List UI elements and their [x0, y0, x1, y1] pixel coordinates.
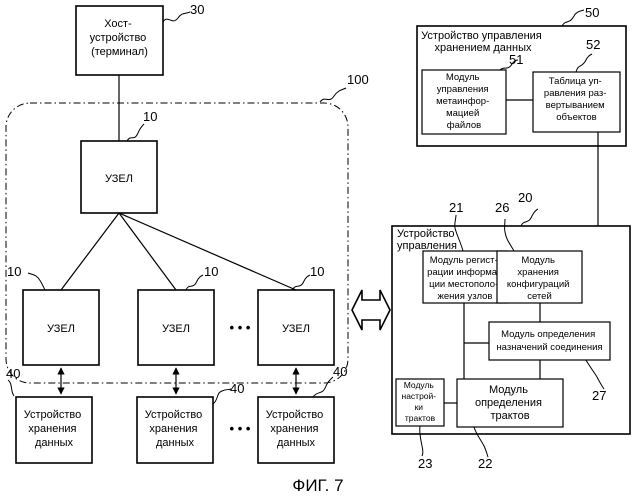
tuning-ref: 23 [418, 456, 432, 471]
storage-mgmt-title-1: Устройство управления [421, 30, 542, 42]
node-3: УЗЕЛ [258, 290, 334, 365]
storage-3-line-3: данных [277, 437, 316, 449]
storage-mgmt-ref: 50 [585, 5, 599, 20]
top-node-label: УЗЕЛ [105, 173, 133, 185]
metainfo-line-3: метаинфор- [436, 96, 489, 107]
storage-1: Устройство хранения данных [16, 397, 92, 463]
figure-caption: ФИГ. 7 [292, 476, 343, 495]
storage-3-ref: 40 [333, 364, 347, 379]
tract-line-3: трактов [490, 410, 529, 422]
tract-module: Модуль определения трактов [457, 379, 563, 427]
host-label-line-1: Хост- [104, 18, 132, 30]
top-node: УЗЕЛ [81, 141, 157, 213]
storage-3: Устройство хранения данных [258, 397, 334, 463]
location-line-1: Модуль регист- [430, 255, 498, 266]
control-ref: 20 [518, 190, 532, 205]
metainfo-line-2: управления [437, 84, 489, 95]
deploy-table-ref: 52 [586, 37, 600, 52]
top-node-ref: 10 [143, 109, 157, 124]
location-line-2: рации информа- [427, 267, 500, 278]
location-register-module: Модуль регист- рации информа- ции местоп… [423, 251, 507, 303]
storage-2-line-3: данных [156, 437, 195, 449]
deploy-table-line-4: объектов [556, 112, 596, 123]
tract-line-1: Модуль [489, 384, 528, 396]
svg-text:Устройство управления: Устройство управления [397, 228, 458, 252]
node-2-label: УЗЕЛ [162, 323, 190, 335]
storage-2: Устройство хранения данных [137, 397, 213, 463]
storage-2-ref: 40 [230, 381, 244, 396]
metainfo-ref: 51 [509, 52, 523, 67]
location-line-3: ции местополо- [429, 279, 498, 290]
tract-tuning-module: Модуль настрой- ки трактов [396, 379, 444, 426]
metainfo-line-4: мацией [446, 108, 479, 119]
netconfig-line-3: конфигураций [507, 279, 570, 290]
storage-3-line-1: Устройство [266, 409, 324, 421]
metainfo-module: Модуль управления метаинфор- мацией файл… [422, 70, 506, 134]
host-label-line-3: (терминал) [91, 46, 148, 58]
host-ref: 30 [190, 2, 204, 17]
conn-ref: 27 [592, 388, 606, 403]
tuning-line-1: Модуль [404, 380, 435, 390]
location-ref: 21 [449, 200, 463, 215]
netconfig-module: Модуль хранения конфигураций сетей [497, 251, 582, 303]
storage-1-line-3: данных [35, 437, 74, 449]
storage-1-line-1: Устройство [24, 409, 82, 421]
tract-line-2: определения [475, 397, 542, 409]
storage-1-line-2: хранения [28, 423, 76, 435]
storage-ellipsis: • • • [230, 421, 251, 436]
control-title-1: Устройство [397, 228, 455, 240]
netconfig-line-1: Модуль [521, 255, 555, 266]
nodes-ellipsis: • • • [230, 320, 251, 335]
svg-text:Устройство управления хр: Устройство управления хранением данных [421, 30, 545, 54]
storage-2-line-2: хранения [149, 423, 197, 435]
tuning-line-3: ки [415, 402, 424, 412]
node-1: УЗЕЛ [23, 290, 99, 365]
node-3-label: УЗЕЛ [282, 323, 310, 335]
netconfig-line-4: сетей [527, 291, 552, 302]
storage-3-line-2: хранения [270, 423, 318, 435]
conn-line-1: Модуль определения [501, 329, 595, 340]
node-1-label: УЗЕЛ [47, 323, 75, 335]
tuning-line-2: настрой- [402, 391, 437, 401]
netconfig-ref: 26 [495, 200, 509, 215]
node-2: УЗЕЛ [138, 290, 214, 365]
node-3-ref: 10 [310, 264, 324, 279]
deploy-table: Таблица уп- равления раз- вертыванием об… [533, 72, 620, 132]
node-1-ref: 10 [7, 264, 21, 279]
storage-2-line-1: Устройство [145, 409, 203, 421]
host-label-line-2: устройство [90, 32, 147, 44]
conn-assign-module: Модуль определения назначений соединения [489, 322, 610, 360]
deploy-table-line-3: вертыванием [546, 100, 605, 111]
tract-ref: 22 [478, 456, 492, 471]
netconfig-line-2: хранения [517, 267, 559, 278]
metainfo-line-5: файлов [447, 120, 481, 131]
location-line-4: жения узлов [438, 291, 493, 302]
system-ref: 100 [347, 72, 369, 87]
storage-1-ref: 40 [6, 366, 20, 381]
deploy-table-line-1: Таблица уп- [549, 76, 602, 87]
node-2-ref: 10 [204, 264, 218, 279]
tuning-line-4: трактов [405, 413, 436, 423]
host-terminal: Хост- устройство (терминал) [76, 6, 163, 75]
deploy-table-line-2: равления раз- [544, 88, 607, 99]
control-title-2: управления [397, 240, 457, 252]
conn-line-2: назначений соединения [496, 342, 602, 353]
svg-text:Модуль регист- рации инф: Модуль регист- рации информа- ции местоп… [427, 255, 503, 302]
link-double-arrow [352, 290, 390, 330]
metainfo-line-1: Модуль [446, 72, 480, 83]
